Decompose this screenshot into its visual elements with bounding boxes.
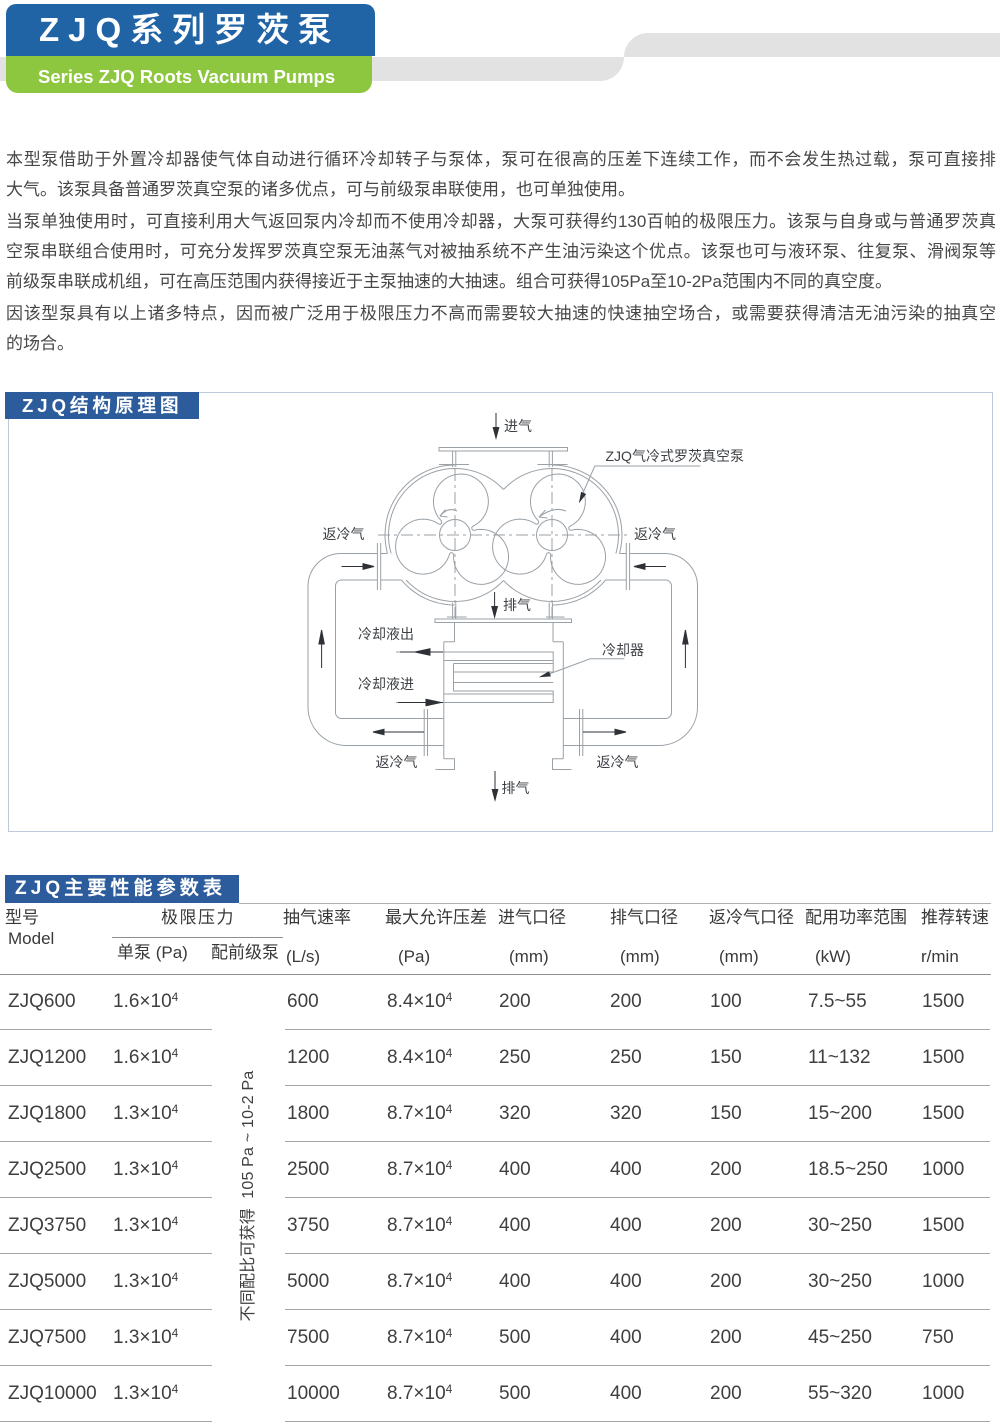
svg-text:冷却液进: 冷却液进 bbox=[358, 676, 414, 692]
svg-text:返冷气: 返冷气 bbox=[634, 526, 676, 542]
svg-text:返冷气: 返冷气 bbox=[597, 754, 639, 770]
svg-text:排气: 排气 bbox=[502, 780, 530, 796]
svg-text:冷却液出: 冷却液出 bbox=[358, 626, 414, 642]
svg-text:返冷气: 返冷气 bbox=[323, 526, 365, 542]
svg-text:进气: 进气 bbox=[504, 418, 532, 434]
svg-text:返冷气: 返冷气 bbox=[376, 754, 418, 770]
svg-text:排气: 排气 bbox=[503, 597, 531, 613]
svg-text:ZJQ气冷式罗茨真空泵: ZJQ气冷式罗茨真空泵 bbox=[606, 448, 744, 464]
svg-text:冷却器: 冷却器 bbox=[602, 642, 644, 658]
